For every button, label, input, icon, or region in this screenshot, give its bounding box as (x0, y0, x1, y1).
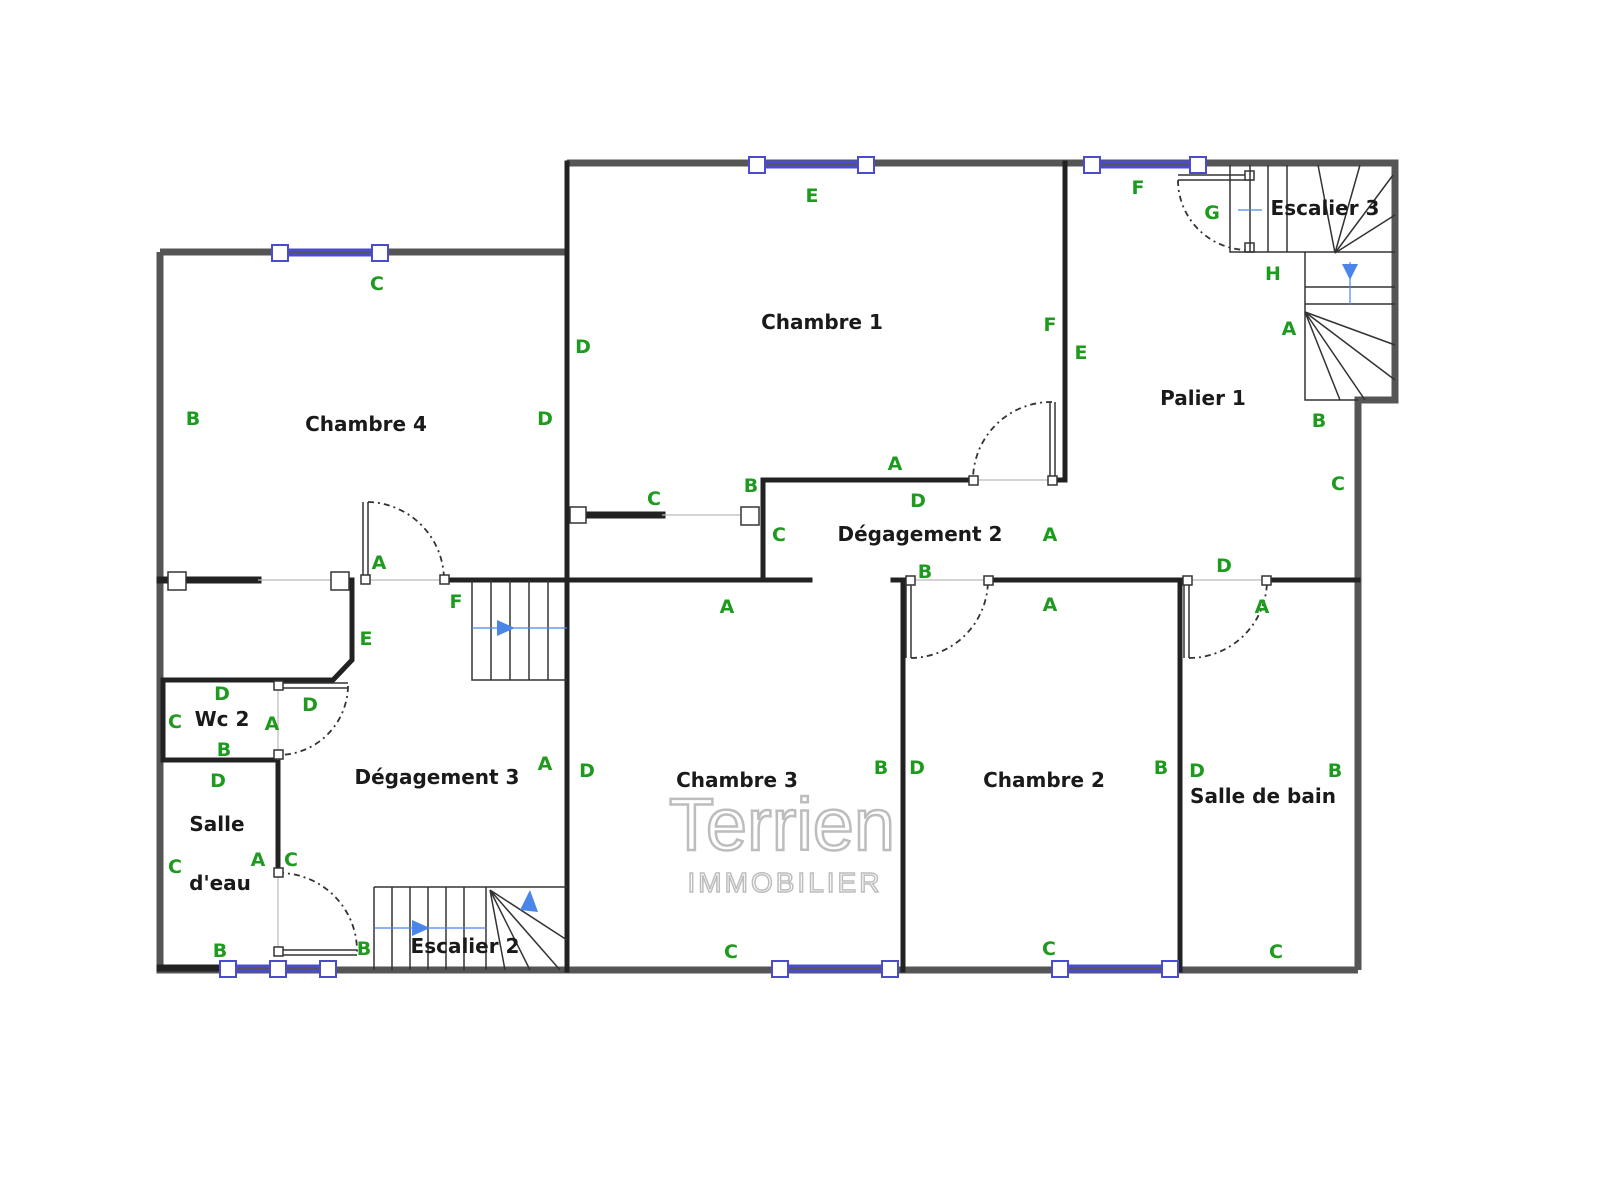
stair-arrow-icon (520, 890, 538, 912)
wall-letter: D (210, 770, 226, 792)
wall-letter: F (1132, 177, 1145, 199)
wall-letter: C (1269, 941, 1283, 963)
wall-letter: C (1042, 938, 1056, 960)
wall-letter: A (1255, 596, 1270, 618)
watermark: Terrien IMMOBILIER (668, 782, 897, 899)
wall-letter: A (538, 753, 553, 775)
wall-letter: H (1265, 263, 1281, 285)
room-label-salle-de-bain: Salle de bain (1190, 784, 1336, 808)
wall-letter: D (1189, 760, 1205, 782)
room-label-salle-deau: d'eau (189, 871, 251, 895)
room-label-wc-2: Wc 2 (195, 707, 250, 731)
room-label-palier-1: Palier 1 (1160, 386, 1246, 410)
wall-letter: E (806, 185, 819, 207)
wall-letter: F (450, 591, 463, 613)
wall-letter: B (1328, 760, 1342, 782)
wall-letter: D (909, 757, 925, 779)
room-label-chambre-4: Chambre 4 (305, 412, 427, 436)
wall-letter: B (357, 938, 371, 960)
wall-letter: D (214, 683, 230, 705)
room-label-salle-deau: Salle (189, 812, 244, 836)
wall-letter: D (302, 694, 318, 716)
watermark-brand: Terrien (669, 783, 895, 866)
room-labels: Chambre 1 Chambre 4 Palier 1 Dégagement … (189, 196, 1379, 958)
wall-letter: A (1043, 524, 1058, 546)
room-label-degagement-2: Dégagement 2 (838, 522, 1003, 546)
wall-letter: D (537, 408, 553, 430)
wall-letter: A (265, 713, 280, 735)
wall-letter: C (284, 849, 298, 871)
wall-letter: A (1043, 594, 1058, 616)
wall-letter: G (1204, 202, 1220, 224)
wall-letter: B (217, 739, 231, 761)
wall-letter: A (888, 453, 903, 475)
wall-letter: A (1282, 318, 1297, 340)
wall-letter: B (186, 408, 200, 430)
wall-letter: C (772, 524, 786, 546)
wall-letter: D (579, 760, 595, 782)
stair-arrow-icon (412, 920, 430, 936)
wall-letter: C (1331, 473, 1345, 495)
wall-letter: C (724, 941, 738, 963)
wall-letter: C (370, 273, 384, 295)
wall-letter: D (1216, 555, 1232, 577)
stair-arrow-icon (497, 620, 515, 636)
wall-letter: A (251, 849, 266, 871)
wall-letter: A (372, 552, 387, 574)
stair-arrow-icon (1342, 264, 1358, 280)
wall-letter: A (720, 596, 735, 618)
room-label-chambre-3: Chambre 3 (676, 768, 798, 792)
wall-letter: D (910, 490, 926, 512)
wall-letter: D (575, 336, 591, 358)
wall-letter: C (168, 856, 182, 878)
wall-letter: B (1154, 757, 1168, 779)
wall-letter: E (360, 628, 373, 650)
stairs (373, 164, 1396, 971)
room-label-escalier-3: Escalier 3 (1271, 196, 1380, 220)
doors (273, 170, 1272, 957)
room-label-chambre-1: Chambre 1 (761, 310, 883, 334)
room-label-escalier-2: Escalier 2 (411, 934, 520, 958)
watermark-sub: IMMOBILIER (688, 867, 883, 898)
wall-letter: B (874, 757, 888, 779)
wall-letter: F (1044, 314, 1057, 336)
wall-letter: B (918, 561, 932, 583)
wall-letter: E (1075, 342, 1088, 364)
room-label-degagement-3: Dégagement 3 (355, 765, 520, 789)
wall-letter: B (213, 940, 227, 962)
windows (219, 156, 1207, 978)
wall-letter: B (1312, 410, 1326, 432)
wall-letter: C (168, 711, 182, 733)
wall-letter: B (744, 475, 758, 497)
wall-letter: C (647, 488, 661, 510)
room-label-chambre-2: Chambre 2 (983, 768, 1105, 792)
